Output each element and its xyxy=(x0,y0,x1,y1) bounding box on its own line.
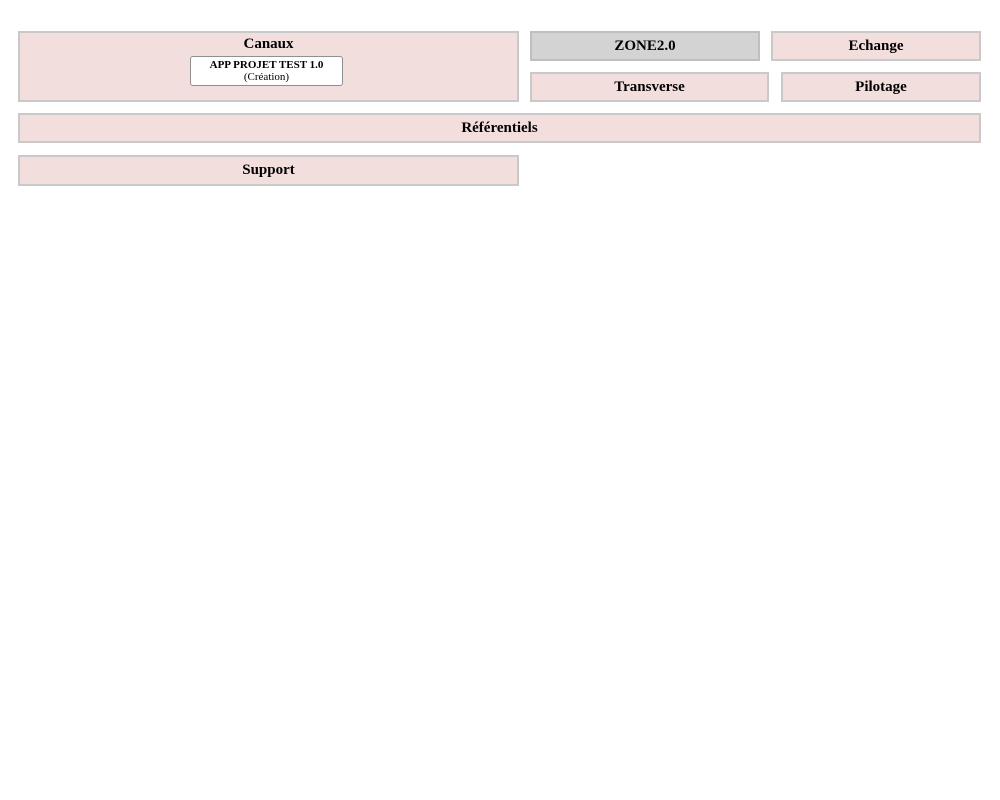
zone-zone2-label: ZONE2.0 xyxy=(614,37,676,54)
zone-canaux[interactable]: Canaux APP PROJET TEST 1.0 (Création) xyxy=(18,31,519,102)
app-node-projet-test[interactable]: APP PROJET TEST 1.0 (Création) xyxy=(190,56,343,86)
zone-support[interactable]: Support xyxy=(18,155,519,186)
zone-pilotage-label: Pilotage xyxy=(855,78,907,95)
zone-canaux-label: Canaux xyxy=(243,36,294,52)
zone-referentiels-label: Référentiels xyxy=(461,119,538,136)
zone-transverse-label: Transverse xyxy=(614,78,685,95)
zone-zone2[interactable]: ZONE2.0 xyxy=(530,31,760,61)
zone-support-label: Support xyxy=(242,162,295,178)
zone-echange[interactable]: Echange xyxy=(771,31,981,61)
app-node-status: (Création) xyxy=(243,71,290,83)
app-node-name: APP PROJET TEST 1.0 xyxy=(209,59,324,71)
zone-transverse[interactable]: Transverse xyxy=(530,72,769,102)
zone-referentiels[interactable]: Référentiels xyxy=(18,113,981,143)
zone-echange-label: Echange xyxy=(848,37,904,54)
zone-pilotage[interactable]: Pilotage xyxy=(781,72,981,102)
